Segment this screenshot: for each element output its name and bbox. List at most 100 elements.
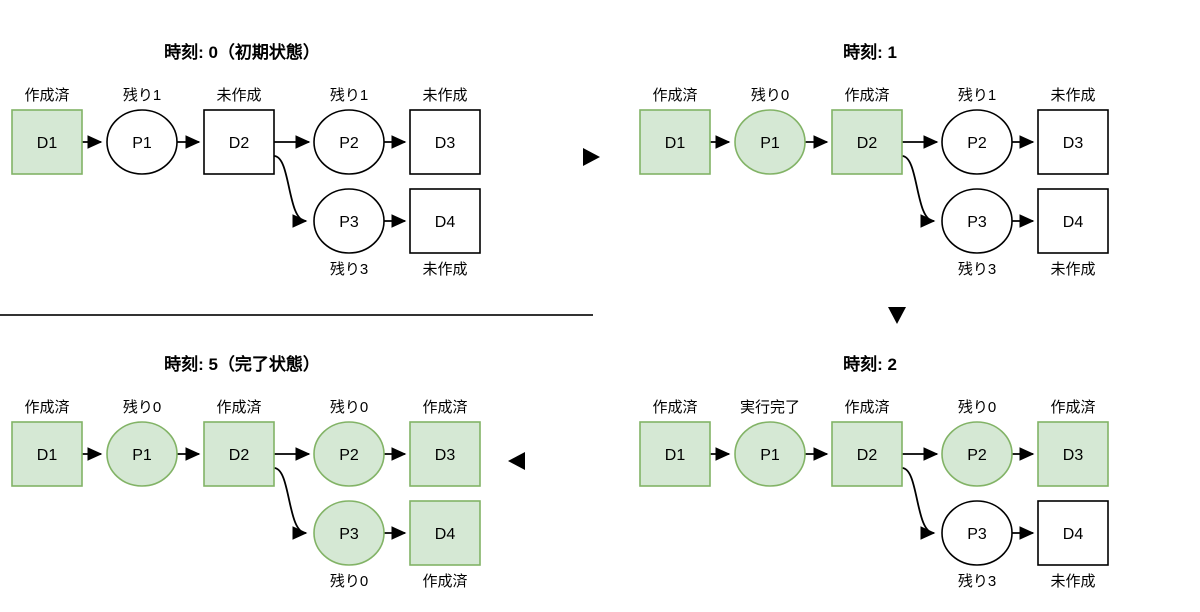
data-node-shape — [831, 109, 903, 175]
horizontal-divider — [0, 314, 593, 316]
edges — [82, 135, 407, 228]
node-p2: P2 残り1 — [313, 87, 385, 175]
data-node-shape — [409, 500, 481, 566]
data-node-shape — [203, 109, 275, 175]
data-node-shape — [1037, 188, 1109, 254]
node-label: P2 — [339, 135, 359, 152]
node-label: P3 — [339, 214, 359, 231]
data-node-shape — [409, 421, 481, 487]
panel-title: 時刻: 0（初期状態） — [164, 42, 320, 62]
status-label: 未作成 — [1050, 261, 1095, 278]
node-label: P1 — [132, 447, 152, 464]
edges — [710, 135, 1035, 228]
node-label: P2 — [967, 135, 987, 152]
node-d4: D4 未作成 — [409, 188, 481, 278]
data-node-shape — [1037, 109, 1109, 175]
node-label: P3 — [967, 526, 987, 543]
node-d4: D4 未作成 — [1037, 500, 1109, 590]
edge-d2-p3 — [273, 467, 308, 540]
node-p3: P3 残り3 — [313, 188, 385, 278]
node-d1: D1 作成済 — [639, 87, 711, 175]
node-d2: D2 作成済 — [831, 87, 903, 175]
node-label: D3 — [1063, 447, 1084, 464]
status-label: 残り1 — [123, 87, 161, 104]
status-label: 作成済 — [1050, 399, 1095, 416]
node-label: P2 — [339, 447, 359, 464]
status-label: 作成済 — [422, 573, 467, 590]
status-label: 残り0 — [751, 87, 789, 104]
process-node-shape — [313, 109, 385, 175]
data-node-shape — [11, 109, 83, 175]
node-label: P2 — [967, 447, 987, 464]
data-node-shape — [203, 421, 275, 487]
status-label: 残り1 — [958, 87, 996, 104]
process-node-shape — [313, 421, 385, 487]
node-label: D3 — [1063, 135, 1084, 152]
node-d1: D1 作成済 — [11, 87, 83, 175]
panel-time-5: 時刻: 5（完了状態） D1 作成済 P1 残り0 D2 作成済 P2 残 — [11, 354, 481, 590]
node-p1: P1 残り0 — [106, 399, 178, 487]
process-node-shape — [106, 109, 178, 175]
node-label: D2 — [857, 447, 878, 464]
status-label: 未作成 — [1050, 87, 1095, 104]
status-label: 未作成 — [1050, 573, 1095, 590]
panel-time-1: 時刻: 1 D1 作成済 P1 残り0 D2 作成済 P2 残り1 — [639, 42, 1109, 278]
node-p3: P3 残り3 — [941, 500, 1013, 590]
status-label: 残り3 — [958, 573, 996, 590]
panel-title: 時刻: 5（完了状態） — [164, 354, 320, 374]
node-d3: D3 作成済 — [1037, 399, 1109, 487]
node-label: D2 — [229, 447, 250, 464]
node-p2: P2 残り0 — [941, 399, 1013, 487]
status-label: 作成済 — [844, 399, 889, 416]
edge-d2-p3 — [273, 155, 308, 228]
status-label: 残り0 — [330, 399, 368, 416]
node-d4: D4 未作成 — [1037, 188, 1109, 278]
panel-time-2: 時刻: 2 D1 作成済 P1 実行完了 D2 作成済 P2 残り0 — [639, 354, 1109, 590]
panel-time-0: 時刻: 0（初期状態） D1 作成済 P1 残り1 D2 未作成 P2 残 — [11, 42, 481, 278]
node-label: D2 — [229, 135, 250, 152]
status-label: 未作成 — [216, 87, 261, 104]
node-p1: P1 残り1 — [106, 87, 178, 175]
node-label: P3 — [339, 526, 359, 543]
status-label: 作成済 — [652, 87, 697, 104]
node-label: D3 — [435, 135, 456, 152]
node-label: D3 — [435, 447, 456, 464]
node-label: D4 — [435, 214, 456, 231]
process-node-shape — [106, 421, 178, 487]
node-label: D1 — [665, 447, 686, 464]
node-label: D4 — [435, 526, 456, 543]
process-node-shape — [941, 500, 1013, 566]
node-p1: P1 残り0 — [734, 87, 806, 175]
status-label: 作成済 — [652, 399, 697, 416]
node-label: P1 — [132, 135, 152, 152]
edges — [710, 447, 1035, 540]
node-d2: D2 作成済 — [831, 399, 903, 487]
arrow-left-icon — [508, 452, 525, 470]
process-node-shape — [313, 500, 385, 566]
edges — [82, 447, 407, 540]
process-node-shape — [734, 109, 806, 175]
edge-d2-p3 — [901, 467, 936, 540]
process-node-shape — [941, 188, 1013, 254]
node-label: P1 — [760, 447, 780, 464]
node-label: D1 — [37, 135, 58, 152]
arrow-right-icon — [583, 148, 600, 166]
process-node-shape — [941, 421, 1013, 487]
status-label: 残り1 — [330, 87, 368, 104]
data-node-shape — [639, 421, 711, 487]
node-p3: P3 残り3 — [941, 188, 1013, 278]
edge-d2-p3 — [901, 155, 936, 228]
node-p1: P1 実行完了 — [734, 399, 806, 487]
node-d3: D3 作成済 — [409, 399, 481, 487]
panel-title: 時刻: 2 — [843, 354, 897, 374]
data-node-shape — [831, 421, 903, 487]
node-label: D4 — [1063, 214, 1084, 231]
process-node-shape — [941, 109, 1013, 175]
node-label: P3 — [967, 214, 987, 231]
arrow-down-icon — [888, 307, 906, 324]
status-label: 作成済 — [24, 399, 69, 416]
data-node-shape — [11, 421, 83, 487]
status-label: 実行完了 — [740, 399, 800, 416]
node-p2: P2 残り0 — [313, 399, 385, 487]
